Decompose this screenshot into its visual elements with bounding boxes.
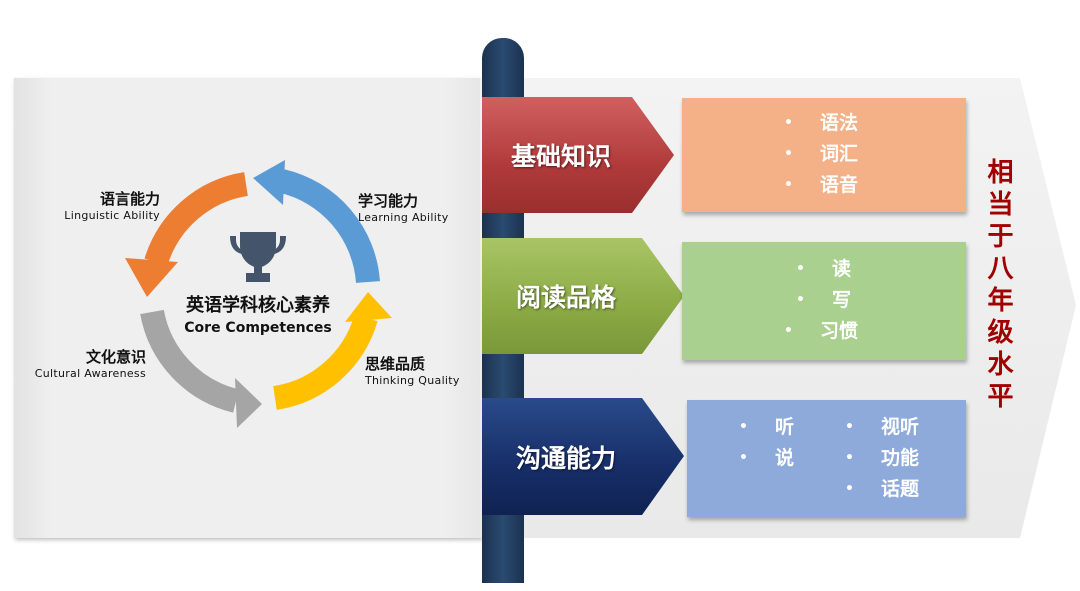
item-text: 语法 [820,112,859,134]
bullet: • [739,450,748,466]
label-thinking: 思维品质 Thinking Quality [365,353,475,387]
list-item: • 视听 [845,412,919,443]
level-text: 相当于八年级水平 [983,158,1013,414]
bullet: • [784,177,793,193]
bullet: • [845,419,854,435]
bullet: • [784,323,793,339]
label-en: Cultural Awareness [34,367,146,380]
bullet: • [796,261,805,277]
bullet: • [845,450,854,466]
blue-arrowhead [253,160,285,205]
item-text: 说 [775,447,795,469]
blue-arc-arrow [278,169,380,284]
bullet: • [739,419,748,435]
reading-box: •读 •写 •习惯 [682,242,966,360]
item-text: 词汇 [820,143,859,165]
category-tag-reading: 阅读品格 [482,238,684,354]
item-text: 读 [832,258,852,280]
basic-knowledge-box: • 语法 • 词汇 • 语音 [682,98,966,212]
center-title-cn: 英语学科核心素养 [186,295,330,316]
center-title-en: Core Competences [184,320,332,336]
bullet: • [784,115,793,131]
list-item: •说 [739,443,794,474]
cycle-center: 英语学科核心素养 Core Competences [150,291,366,336]
label-cultural: 文化意识 Cultural Awareness [28,346,146,380]
label-cn: 语言能力 [99,190,160,208]
category-tag-communication: 沟通能力 [482,398,684,515]
orange-arrowhead [125,258,178,297]
list-item: • 功能 [845,443,919,474]
label-cn: 学习能力 [358,192,419,210]
list-item: •读 [784,254,858,285]
item-text: 习惯 [820,320,859,342]
item-text: 功能 [881,447,920,469]
list-item: • 习惯 [784,316,858,347]
label-cn: 文化意识 [85,348,146,366]
bullet: • [796,292,805,308]
label-en: Linguistic Ability [64,209,160,222]
communication-box: •听 •说 •视听 •功能 •话题 [687,400,966,517]
list-item: • 词汇 [784,139,858,170]
yellow-arc-arrow [272,314,378,410]
list-item: •写 [784,285,858,316]
item-text: 视听 [881,416,920,438]
trophy-icon [230,232,286,282]
yellow-arrowhead [345,292,392,322]
label-cn: 思维品质 [365,355,426,373]
item-text: 听 [775,416,795,438]
bullet: • [784,146,793,162]
orange-arc-arrow [144,172,249,266]
bullet: • [845,481,854,497]
core-competences-panel [14,78,482,538]
item-text: 话题 [881,478,920,500]
item-text: 语音 [820,174,859,196]
gray-arc-arrow [140,309,240,413]
label-en: Learning Ability [358,211,449,224]
list-item: •听 [739,412,794,443]
list-item: • 语音 [784,170,858,201]
label-learning: 学习能力 Learning Ability [358,190,478,224]
label-linguistic: 语言能力 Linguistic Ability [58,188,160,222]
gray-arrowhead [235,378,262,428]
label-en: Thinking Quality [365,374,460,387]
item-text: 写 [832,289,852,311]
list-item: • 语法 [784,108,858,139]
category-tag-basic-knowledge: 基础知识 [482,97,674,213]
list-item: • 话题 [845,474,919,505]
